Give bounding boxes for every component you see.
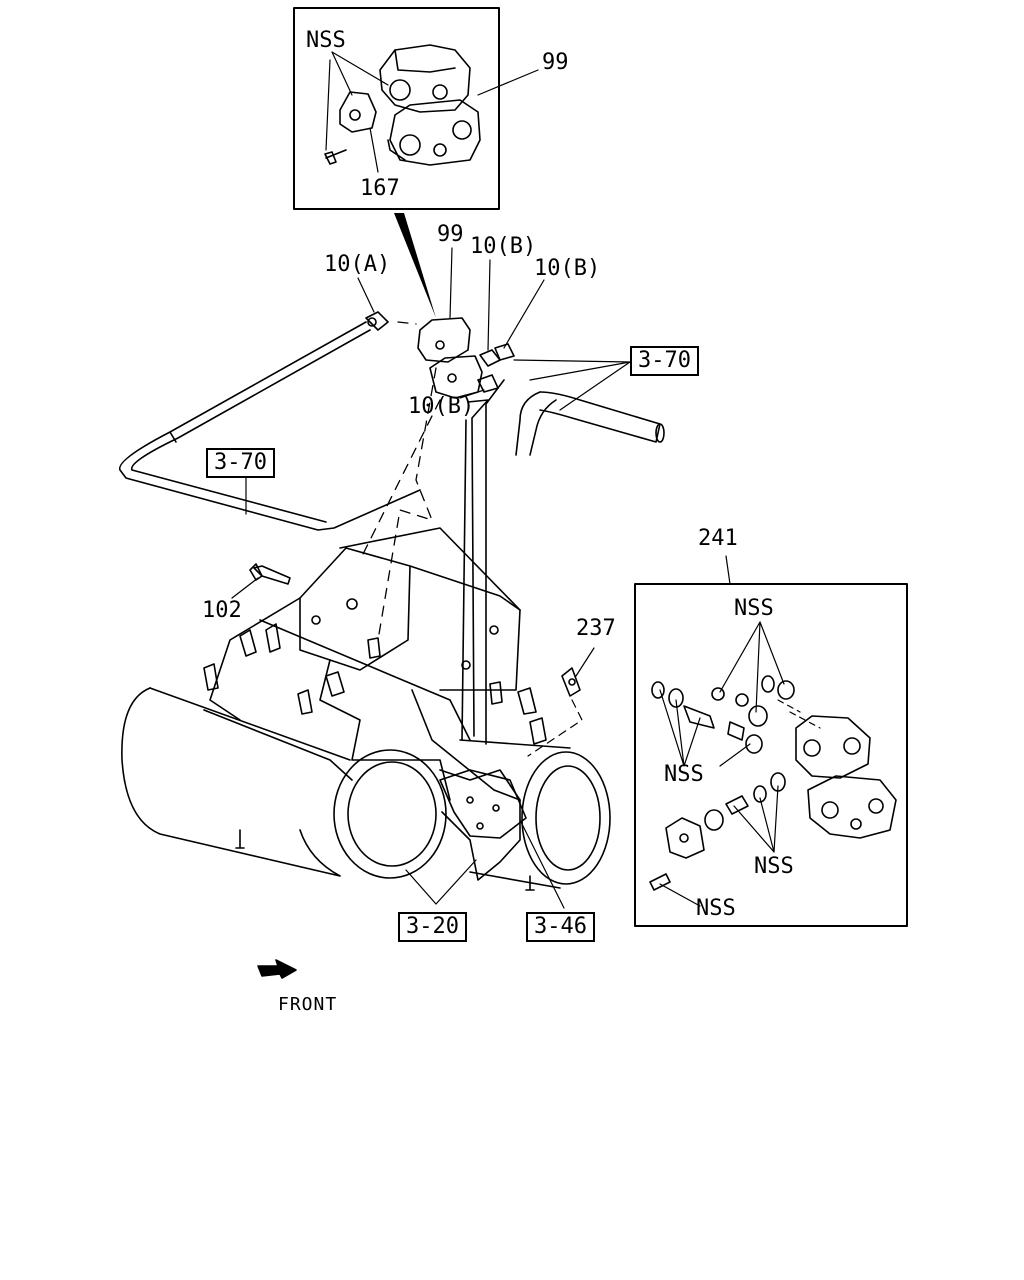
frame-bracket: [439, 769, 527, 839]
label-part-10b-2: 10(B): [534, 256, 601, 281]
ref-box-3-70-left: 3-70: [206, 448, 275, 478]
air-hose-right: [515, 391, 665, 456]
fitting-237: [561, 667, 581, 697]
kit-dashed: [777, 699, 821, 729]
front-arrow-icon: [257, 959, 297, 979]
mounting-bracket-detail: [339, 91, 377, 133]
dashed-routing: [359, 321, 441, 641]
label-nss-top: NSS: [306, 28, 346, 53]
leader-320: [405, 859, 477, 905]
ref-box-3-20: 3-20: [398, 912, 467, 942]
fitting-10a: [365, 311, 389, 331]
leader-370-right: [513, 359, 631, 411]
bolt-detail-top: [324, 149, 347, 165]
label-front: FRONT: [278, 994, 338, 1015]
label-part-10a: 10(A): [324, 252, 391, 277]
leader-99-top: [477, 69, 539, 96]
relay-valve-assembly: [417, 317, 483, 399]
leader-10b-1: [487, 259, 491, 351]
air-hose-left: [119, 321, 421, 531]
bolt-102: [249, 563, 291, 585]
leader-241: [725, 555, 731, 585]
vertical-air-lines: [461, 379, 505, 745]
label-part-10b-3: 10(B): [408, 394, 475, 419]
leader-nss-top: [325, 51, 389, 151]
inset-box-kit: [634, 583, 908, 927]
label-part-102: 102: [202, 598, 242, 623]
leader-nss-r4: [659, 883, 701, 907]
label-part-99-mid: 99: [437, 222, 464, 247]
leader-167: [369, 127, 379, 173]
label-part-241: 241: [698, 526, 738, 551]
label-nss-kit-4: NSS: [696, 896, 736, 921]
dashed-237: [527, 699, 583, 757]
air-tank-right: [459, 739, 611, 891]
leader-10b-3: [459, 389, 485, 399]
air-tank-left: [121, 687, 447, 879]
leader-nss-r1: [719, 621, 785, 713]
leader-99-mid: [449, 247, 453, 319]
label-nss-kit-2: NSS: [664, 762, 704, 787]
label-part-99-top: 99: [542, 50, 569, 75]
kit-parts: [649, 675, 795, 891]
label-part-10b-1: 10(B): [470, 234, 537, 259]
kit-valve-body: [795, 715, 897, 839]
leader-346: [519, 819, 565, 909]
leader-nss-r3: [733, 785, 779, 853]
label-part-167: 167: [360, 176, 400, 201]
leader-237: [575, 647, 595, 677]
label-nss-kit-1: NSS: [734, 596, 774, 621]
frame-fittings: [203, 623, 547, 745]
inset-box-top: [293, 7, 500, 210]
frame-crossmember: [209, 527, 521, 801]
label-part-237: 237: [576, 616, 616, 641]
leader-102: [231, 577, 259, 599]
ref-box-3-46: 3-46: [526, 912, 595, 942]
relay-valve-detail-top: [379, 44, 481, 166]
ref-box-3-70-right: 3-70: [630, 346, 699, 376]
leader-nss-r2: [659, 689, 751, 767]
detail-callout-wedge: [394, 213, 436, 318]
label-nss-kit-3: NSS: [754, 854, 794, 879]
leader-10b-2: [503, 279, 545, 349]
fittings-10b: [477, 343, 515, 393]
leader-10a: [357, 277, 375, 313]
